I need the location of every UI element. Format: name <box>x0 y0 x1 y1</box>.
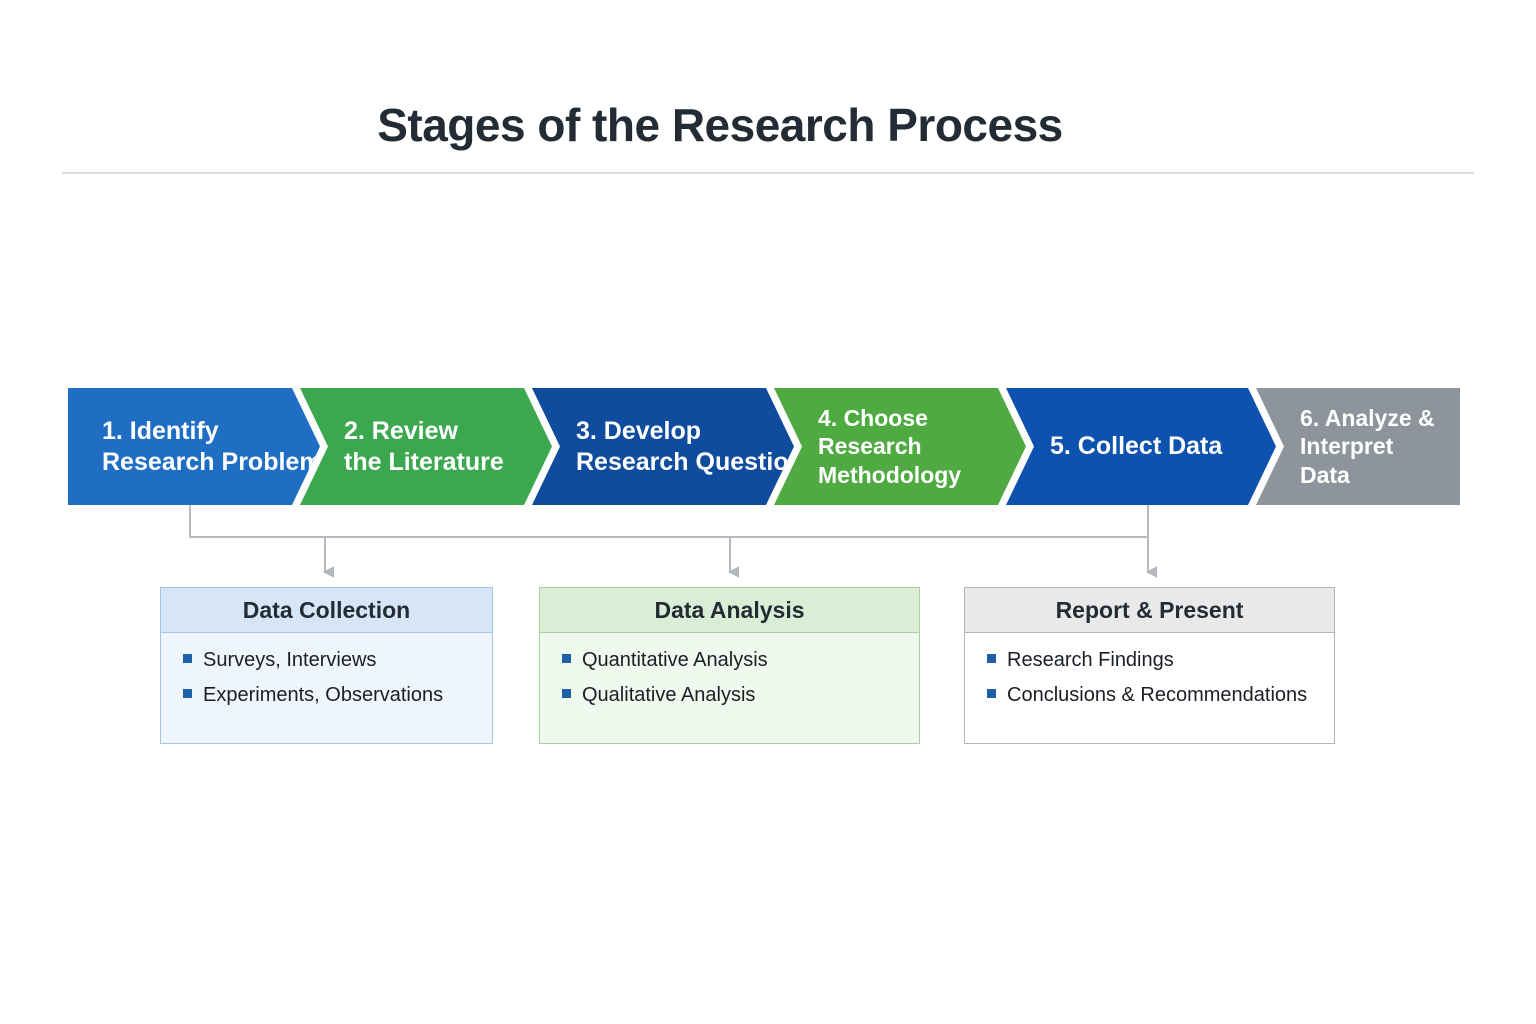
list-item: Research Findings <box>987 649 1334 672</box>
square-bullet-icon <box>987 689 996 698</box>
square-bullet-icon <box>562 689 571 698</box>
process-step-1-line-1: 1. Identify <box>102 417 219 445</box>
list-item-label: Qualitative Analysis <box>582 684 756 706</box>
list-item-label: Research Findings <box>1007 649 1174 671</box>
process-step-5[interactable]: 5. Collect Data <box>1006 388 1276 505</box>
list-item: Qualitative Analysis <box>562 684 919 707</box>
title-divider <box>62 172 1474 174</box>
process-step-6-line-1: 6. Analyze & <box>1300 405 1435 432</box>
detail-box-data-collection-header: Data Collection <box>161 588 492 633</box>
process-step-6-line-3: Data <box>1300 461 1350 488</box>
process-step-6-line-2: Interpret <box>1300 433 1394 460</box>
process-step-3-line-2: Research Questions <box>576 447 818 476</box>
process-step-2-line-1: 2. Review <box>344 417 458 445</box>
square-bullet-icon <box>987 654 996 663</box>
process-step-2-line-2: the Literature <box>344 447 504 476</box>
list-item: Quantitative Analysis <box>562 649 919 672</box>
process-step-4-line-3: Methodology <box>818 461 962 488</box>
square-bullet-icon <box>183 654 192 663</box>
list-item-label: Experiments, Observations <box>203 684 444 706</box>
process-step-3-line-1: 3. Develop <box>576 417 702 445</box>
page-title: Stages of the Research Process <box>377 99 1063 151</box>
process-step-1-line-2: Research Problem <box>102 447 322 476</box>
list-item: Surveys, Interviews <box>183 649 492 672</box>
process-step-5-line-1: 5. Collect Data <box>1050 432 1223 461</box>
process-step-4-line-2: Research <box>818 433 922 460</box>
process-step-4-line-1: 4. Choose <box>818 405 928 432</box>
list-item-label: Quantitative Analysis <box>582 649 768 671</box>
list-item-label: Surveys, Interviews <box>203 649 377 671</box>
detail-box-data-analysis-header: Data Analysis <box>540 588 919 633</box>
list-item: Conclusions & Recommendations <box>987 684 1334 707</box>
list-item-label: Conclusions & Recommendations <box>1007 684 1308 706</box>
detail-box-report-present-header: Report & Present <box>965 588 1334 633</box>
square-bullet-icon <box>183 689 192 698</box>
list-item: Experiments, Observations <box>183 684 492 707</box>
square-bullet-icon <box>562 654 571 663</box>
